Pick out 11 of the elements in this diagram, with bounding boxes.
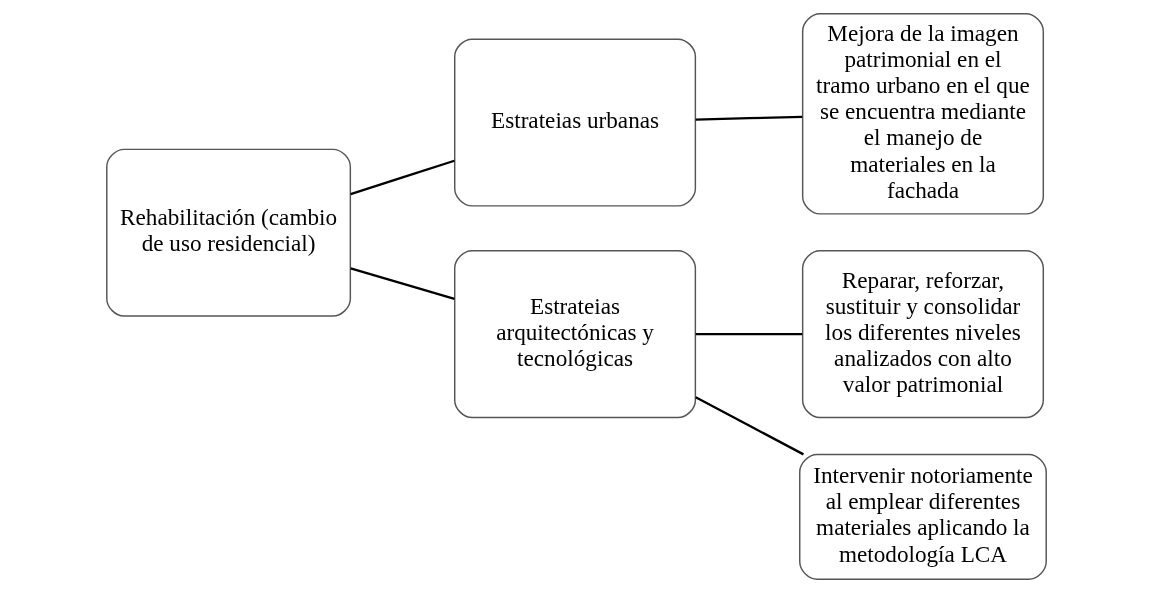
connector xyxy=(350,267,455,301)
connector xyxy=(350,159,455,196)
node-box: Estrateias urbanas xyxy=(454,38,697,207)
node-box: Reparar, reforzar, sustituir y consolidar los diferentes niveles analizados con alto valor patrimonial xyxy=(801,250,1045,419)
node-box: Rehabilitación (cambio de uso residencial) xyxy=(106,148,352,317)
connector xyxy=(695,396,804,456)
node-box: Intervenir notoriamente al emplear diferentes materiales aplicando la metodología LCA xyxy=(799,453,1047,580)
connector xyxy=(695,115,803,121)
node-box: Estrateias arquitectónicas y tecnológicas xyxy=(454,250,697,419)
node-box: Mejora de la imagen patrimonial en el tramo urbano en el que se encuentra mediante el manejo de materiales en la fachada xyxy=(801,13,1045,215)
connector xyxy=(695,333,803,336)
